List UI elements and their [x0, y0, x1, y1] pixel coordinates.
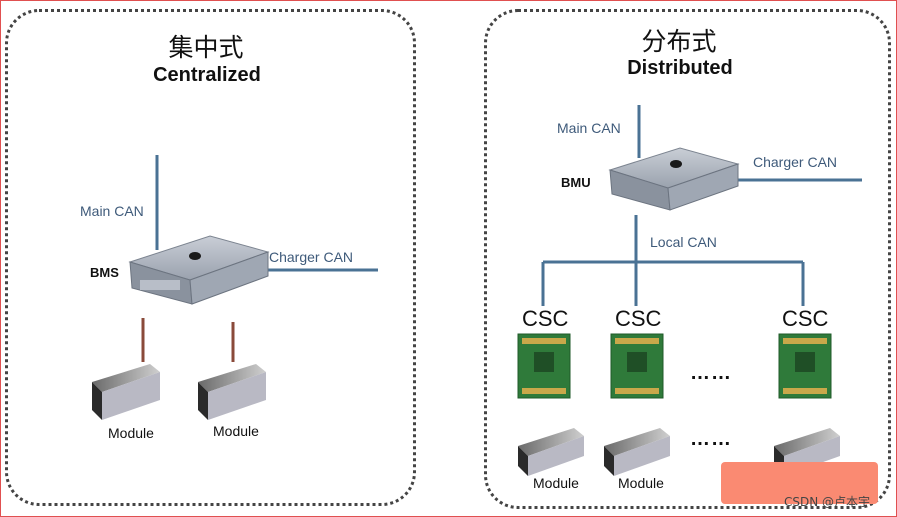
- right-module-1: [518, 428, 584, 476]
- right-module-label-2: Module: [618, 475, 664, 491]
- bmu-controller: [608, 147, 740, 211]
- csc-label-3: CSC: [782, 306, 829, 331]
- bmu-label: BMU: [561, 175, 591, 190]
- right-module-2: [604, 428, 670, 476]
- distributed-panel: [484, 9, 891, 509]
- bms-label: BMS: [90, 265, 119, 280]
- watermark: CSDN @卢本宇: [784, 495, 871, 509]
- csc-board-3: [778, 333, 832, 399]
- redaction-box: [721, 462, 878, 504]
- right-main-can-label: Main CAN: [557, 120, 621, 136]
- left-charger-can-label: Charger CAN: [269, 249, 354, 265]
- centralized-title-cn: 集中式: [168, 33, 244, 62]
- bms-controller: [128, 235, 270, 305]
- csc-label-1: CSC: [522, 306, 569, 331]
- left-module-1: [92, 364, 160, 420]
- csc-board-1: [517, 333, 571, 399]
- left-main-can-label: Main CAN: [80, 203, 144, 219]
- left-module-label-1: Module: [108, 425, 154, 441]
- local-can-label: Local CAN: [650, 234, 717, 250]
- centralized-title-en: Centralized: [153, 64, 261, 86]
- distributed-title-cn: 分布式: [641, 27, 717, 56]
- left-module-2: [198, 364, 266, 420]
- right-module-label-1: Module: [533, 475, 579, 491]
- centralized-panel: [5, 9, 416, 506]
- csc-ellipsis: ……: [690, 362, 732, 384]
- left-module-label-2: Module: [213, 423, 259, 439]
- csc-label-2: CSC: [615, 306, 662, 331]
- module-ellipsis: ……: [690, 428, 732, 450]
- csc-board-2: [610, 333, 664, 399]
- distributed-title-en: Distributed: [627, 57, 733, 79]
- right-charger-can-label: Charger CAN: [753, 154, 838, 170]
